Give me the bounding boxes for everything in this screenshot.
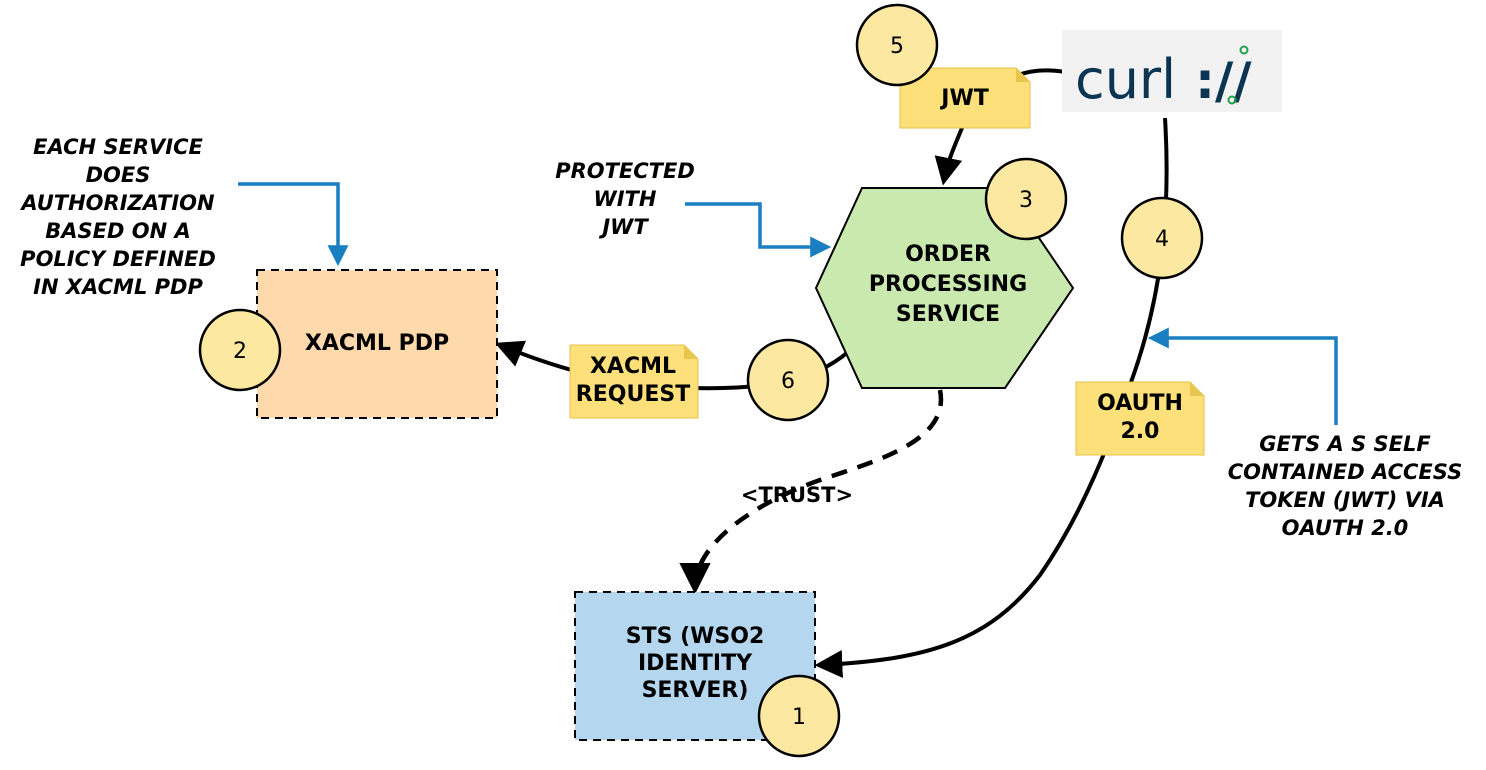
order-service-label-2: PROCESSING: [869, 272, 1027, 297]
annotation-gets-token-line-4: OAUTH 2.0: [1282, 516, 1409, 540]
sts-label-3: SERVER): [642, 678, 749, 703]
xacml-pdp-node: XACML PDP: [256, 269, 498, 419]
badge-5-label: 5: [890, 34, 904, 59]
badge-1-label: 1: [792, 705, 806, 730]
badge-6-label: 6: [781, 369, 795, 394]
annotation-authorization-line-5: POLICY DEFINED: [20, 247, 216, 271]
annotation-authorization-line-2: DOES: [86, 163, 151, 187]
order-service-label-3: SERVICE: [896, 302, 1000, 327]
badge-5: 5: [855, 3, 939, 87]
xacml-request-label-1: XACML: [590, 354, 676, 379]
annotation-arrow-protected: [685, 202, 832, 258]
oauth-label-1: OAUTH: [1097, 391, 1183, 416]
badge-4: 4: [1120, 196, 1204, 280]
badge-1: 1: [757, 674, 841, 758]
trust-label: <TRUST>: [741, 483, 853, 507]
curl-logo-dot-1: [1239, 45, 1249, 55]
xacml-pdp-label: XACML PDP: [305, 331, 449, 356]
annotation-protected-line-3: JWT: [598, 215, 649, 239]
badge-4-label: 4: [1155, 227, 1169, 252]
badge-2: 2: [198, 308, 282, 392]
badge-3-label: 3: [1019, 188, 1033, 213]
annotation-arrow-gets-token: [1147, 327, 1338, 425]
annotation-authorization-line-4: BASED ON A: [45, 219, 190, 243]
sts-label-2: IDENTITY: [638, 651, 753, 676]
xacml-request-label-2: REQUEST: [576, 382, 690, 407]
annotation-gets-token-line-1: GETS A S SELF: [1259, 432, 1431, 456]
jwt-note: JWT: [899, 67, 1031, 129]
annotation-authorization-line-3: AUTHORIZATION: [19, 191, 215, 215]
annotation-protected: PROTECTED WITH JWT: [555, 159, 695, 239]
oauth-note: OAUTH 2.0: [1075, 381, 1205, 456]
annotation-gets-token-line-3: TOKEN (JWT) VIA: [1245, 488, 1445, 512]
annotation-authorization-line-6: IN XACML PDP: [33, 275, 203, 299]
badge-3: 3: [984, 157, 1068, 241]
annotation-arrow-authorization: [238, 182, 349, 267]
annotation-authorization: EACH SERVICE DOES AUTHORIZATION BASED ON…: [19, 135, 215, 299]
curl-logo-dot-2: [1227, 95, 1237, 105]
order-service-node: ORDER PROCESSING SERVICE: [814, 187, 1075, 389]
curl-logo: curl ://: [1062, 30, 1282, 112]
sts-label-1: STS (WSO2: [626, 624, 765, 649]
annotation-authorization-line-1: EACH SERVICE: [33, 135, 203, 159]
order-service-label-1: ORDER: [905, 242, 991, 267]
xacml-request-note: XACML REQUEST: [569, 344, 699, 419]
annotation-protected-line-1: PROTECTED: [555, 159, 695, 183]
jwt-note-label: JWT: [939, 86, 988, 111]
curl-logo-suffix: ://: [1195, 52, 1252, 110]
annotation-protected-line-2: WITH: [594, 187, 657, 211]
edge-jwt-to-order-service: [934, 127, 964, 186]
oauth-label-2: 2.0: [1121, 419, 1160, 444]
badge-2-label: 2: [233, 339, 247, 364]
badge-6: 6: [746, 338, 830, 422]
edge-trust: [679, 389, 944, 595]
annotation-gets-token-line-2: CONTAINED ACCESS: [1228, 460, 1463, 484]
curl-logo-text: curl: [1075, 48, 1176, 111]
annotation-gets-token: GETS A S SELF CONTAINED ACCESS TOKEN (JW…: [1228, 432, 1463, 540]
